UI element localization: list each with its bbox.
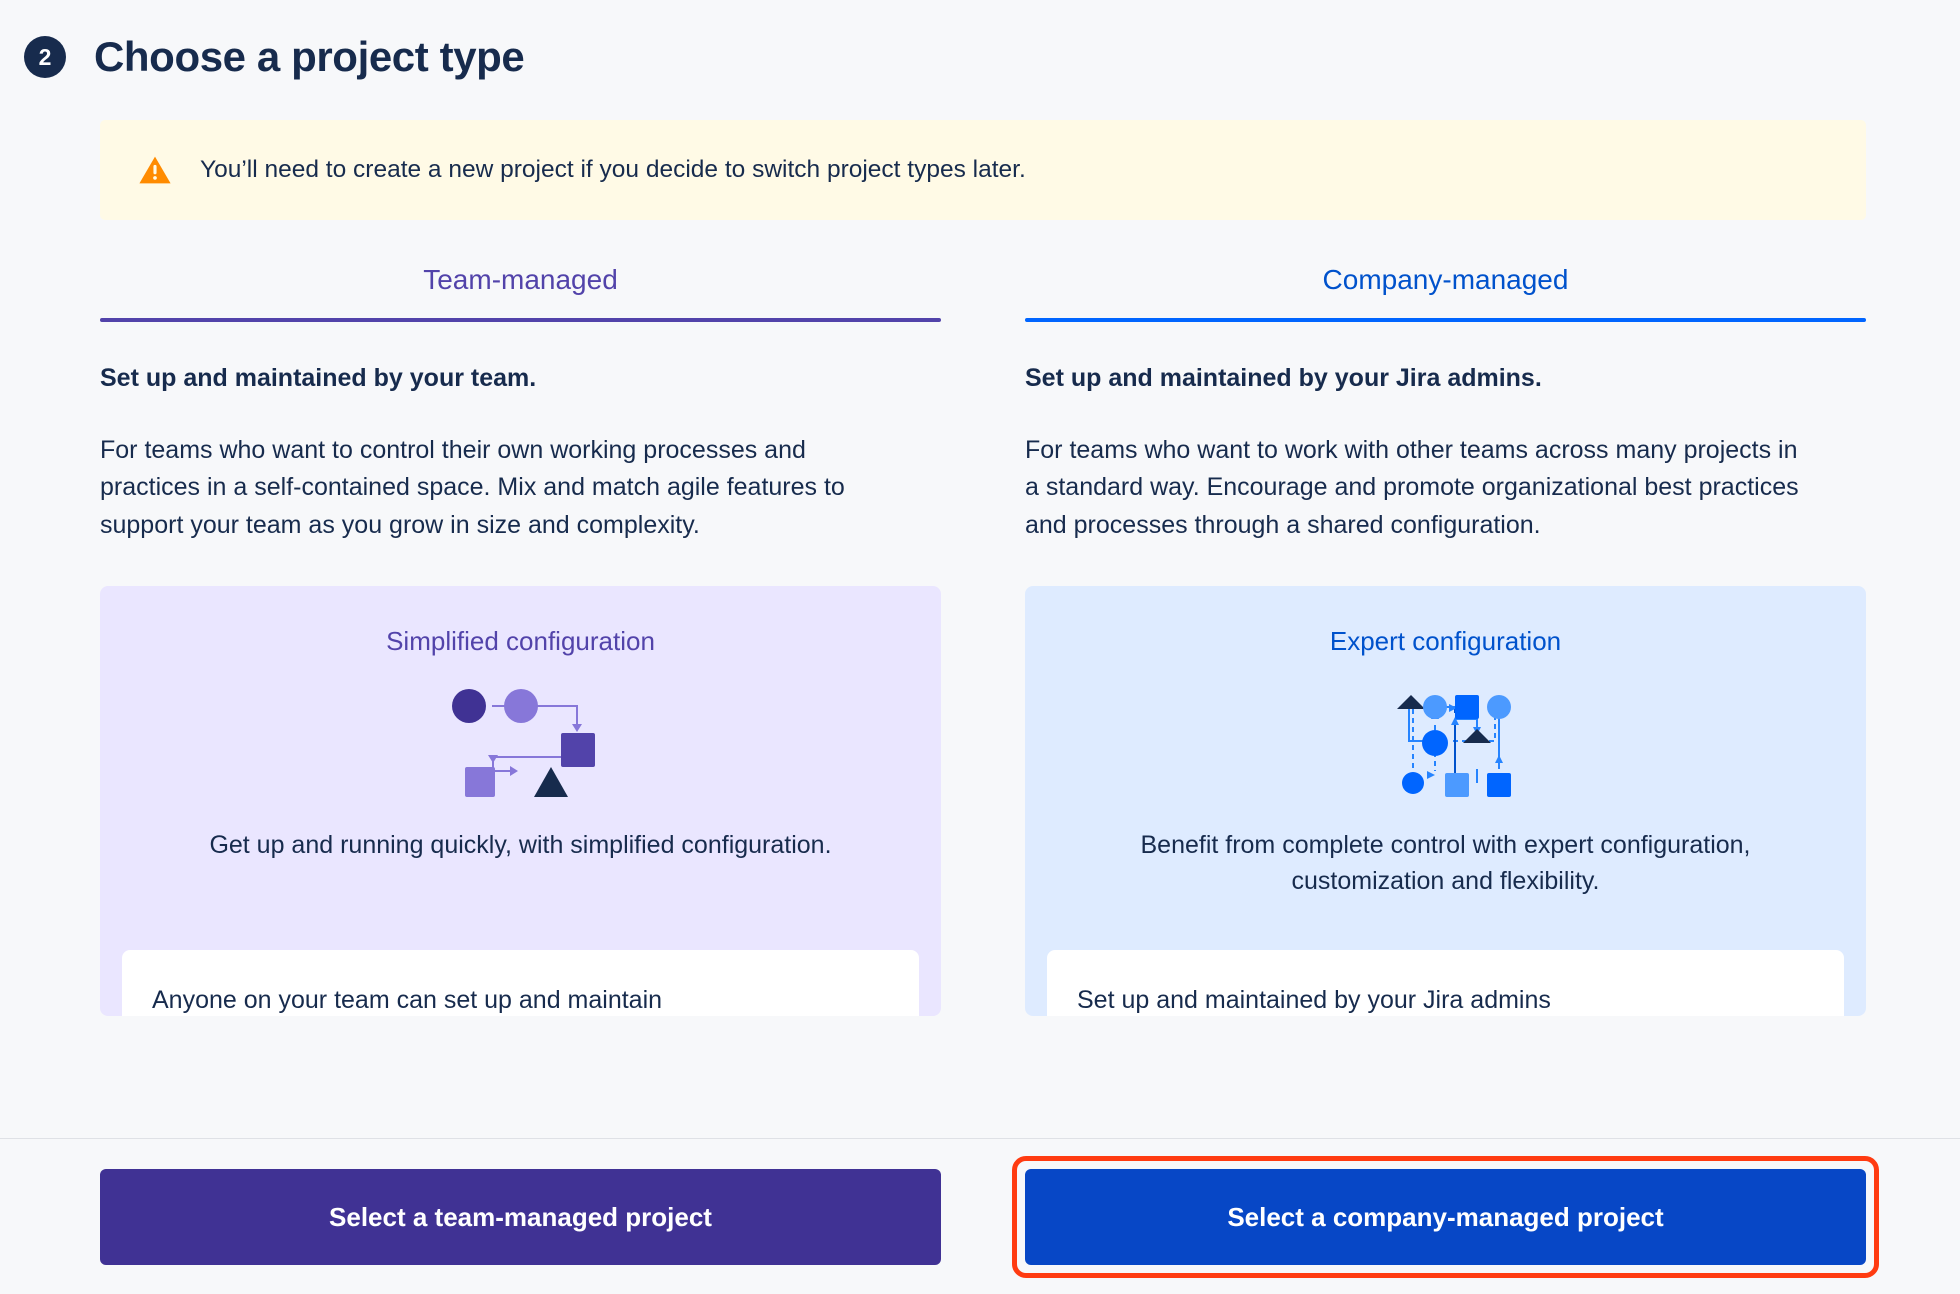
column-heading-team-managed: Team-managed — [423, 264, 618, 295]
project-type-columns: Team-managed Set up and maintained by yo… — [100, 264, 1866, 1017]
warning-message: You’ll need to create a new project if y… — [200, 155, 1026, 183]
config-card-description-expert: Benefit from complete control with exper… — [1140, 831, 1751, 895]
simplified-workflow-diagram-icon — [130, 671, 911, 806]
page-header: 2 Choose a project type — [0, 0, 1960, 92]
column-underline-company-managed — [1025, 318, 1866, 322]
select-company-managed-project-button[interactable]: Select a company-managed project — [1025, 1169, 1866, 1265]
page-title: Choose a project type — [94, 32, 525, 80]
config-card-expert: Expert configuration — [1025, 586, 1866, 1017]
config-card-panel-text-expert: Set up and maintained by your Jira admin… — [1077, 986, 1551, 1015]
config-card-description-simplified: Get up and running quickly, with simplif… — [209, 831, 832, 860]
config-card-title-simplified: Simplified configuration — [386, 626, 655, 657]
config-card-panel-simplified: Anyone on your team can set up and maint… — [122, 950, 919, 1017]
config-card-panel-expert: Set up and maintained by your Jira admin… — [1047, 950, 1844, 1017]
column-lead-company-managed: Set up and maintained by your Jira admin… — [1025, 364, 1542, 392]
config-card-title-expert: Expert configuration — [1329, 626, 1562, 657]
expert-workflow-diagram-icon — [1055, 671, 1836, 806]
select-company-managed-project-wrapper: Select a company-managed project — [1012, 1156, 1879, 1278]
footer-action-bar: Select a team-managed project Select a c… — [0, 1138, 1960, 1294]
column-paragraph-company-managed: For teams who want to work with other te… — [1025, 435, 1799, 539]
column-company-managed: Company-managed Set up and maintained by… — [1025, 264, 1866, 1017]
config-card-simplified: Simplified configuration — [100, 586, 941, 1017]
column-underline-team-managed — [100, 318, 941, 322]
config-card-panel-text-simplified: Anyone on your team can set up and maint… — [152, 986, 663, 1015]
column-heading-company-managed: Company-managed — [1322, 264, 1569, 295]
step-number-badge: 2 — [24, 36, 66, 78]
warning-banner: You’ll need to create a new project if y… — [100, 120, 1866, 220]
column-paragraph-team-managed: For teams who want to control their own … — [100, 435, 845, 539]
column-lead-team-managed: Set up and maintained by your team. — [100, 364, 537, 392]
warning-triangle-icon — [139, 156, 171, 184]
column-team-managed: Team-managed Set up and maintained by yo… — [100, 264, 941, 1017]
select-team-managed-project-button[interactable]: Select a team-managed project — [100, 1169, 941, 1265]
